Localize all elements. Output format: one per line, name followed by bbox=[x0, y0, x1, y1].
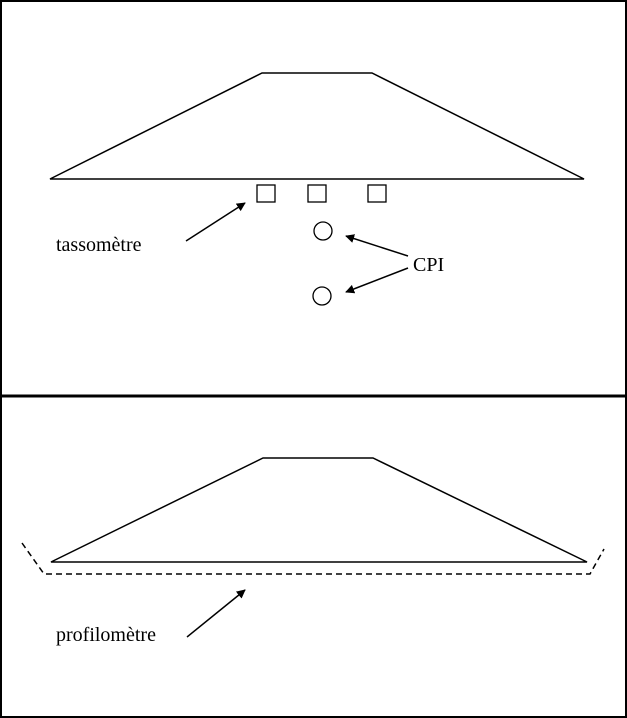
settlement-gauge-3 bbox=[367, 184, 387, 203]
top-panel: tassomètre CPI bbox=[49, 72, 585, 306]
settlement-gauge-2 bbox=[307, 184, 327, 203]
cpi-arrow-1 bbox=[345, 234, 409, 257]
cpi-label: CPI bbox=[413, 254, 444, 276]
embankment-bottom bbox=[50, 457, 588, 563]
profilometre-label: profilomètre bbox=[56, 624, 156, 646]
bottom-panel: profilomètre bbox=[21, 457, 605, 646]
tassometre-arrow bbox=[185, 202, 246, 242]
profilometre-arrow bbox=[186, 589, 246, 638]
embankment-top bbox=[49, 72, 585, 180]
settlement-gauge-1 bbox=[256, 184, 276, 203]
cpi-cell-1 bbox=[313, 221, 333, 241]
profilometer-line bbox=[21, 542, 605, 575]
cpi-cell-2 bbox=[312, 286, 332, 306]
cpi-arrow-2 bbox=[345, 267, 409, 294]
tassometre-label: tassomètre bbox=[56, 234, 142, 256]
